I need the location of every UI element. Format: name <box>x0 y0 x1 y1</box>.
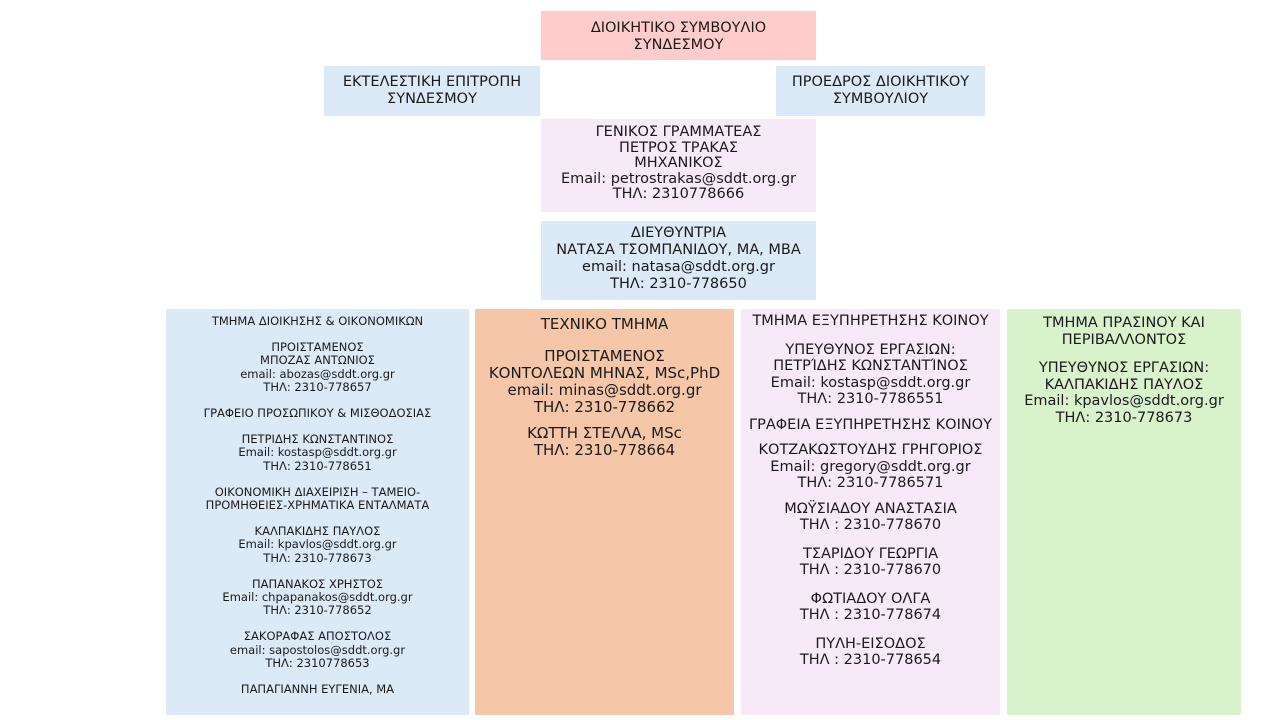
director-phone: ΤΗΛ: 2310-778650 <box>610 276 747 292</box>
admin-finance-department: ΤΜΗΜΑ ΔΙΟΙΚΗΣΗΣ & ΟΙΚΟΝΟΜΙΚΩΝ ΠΡΟΙΣΤΑΜΕΝ… <box>166 309 469 715</box>
board-subtitle: ΣΥΝΔΕΣΜΟΥ <box>633 37 724 53</box>
personnel-email: Email: kostasp@sddt.org.gr <box>238 445 397 460</box>
personnel-office-title: ΓΡΑΦΕΙΟ ΠΡΟΣΩΠΙΚΟΥ & ΜΙΣΘΟΔΟΣΙΑΣ <box>203 406 432 421</box>
finance-person1-email: Email: kpavlos@sddt.org.gr <box>238 537 397 552</box>
service-entrance-phone: ΤΗΛ : 2310-778654 <box>799 652 942 668</box>
tech-person1-name: ΚΩΤΤΗ ΣΤΕΛΛΑ, MSc <box>527 424 682 442</box>
tech-head-name: ΚΟΝΤΟΛΕΩΝ ΜΗΝΑΣ, MSc,PhD <box>488 364 721 382</box>
secretary-title: ΓΕΝΙΚΟΣ ΓΡΑΜΜΑΤΕΑΣ <box>595 124 762 140</box>
personnel-phone: ΤΗΛ: 2310-778651 <box>263 458 372 473</box>
service-head-name: ΠΕΤΡΊΔΗΣ ΚΩΝΣΤΑΝΤΊΝΟΣ <box>773 358 968 374</box>
executive-committee-subtitle: ΣΥΝΔΕΣΜΟΥ <box>387 91 477 107</box>
green-dept-title: ΤΜΗΜΑ ΠΡΑΣΙΝΟΥ ΚΑΙ <box>1043 315 1205 331</box>
secretary-role: ΜΗΧΑΝΙΚΟΣ <box>634 155 723 171</box>
finance-person4-name: ΠΑΠΑΓΙΑΝΝΗ ΕΥΓΕΝΙΑ, ΜΑ <box>240 682 395 697</box>
admin-head-email: email: abozas@sddt.org.gr <box>240 366 395 381</box>
service-head-label: ΥΠΕΥΘΥΝΟΣ ΕΡΓΑΣΙΩΝ: <box>785 341 956 358</box>
finance-person2-phone: ΤΗΛ: 2310-778652 <box>263 603 372 618</box>
director-box: ΔΙΕΥΘΥΝΤΡΙΑ ΝΑΤΑΣΑ ΤΣΟΜΠΑΝΙΔΟΥ, ΜΑ, ΜΒΑ … <box>541 221 816 300</box>
public-service-department: ΤΜΗΜΑ ΕΞΥΠΗΡΕΤΗΣΗΣ ΚΟΙΝΟΥ ΥΠΕΥΘΥΝΟΣ ΕΡΓΑ… <box>741 309 1000 715</box>
service-dept-title: ΤΜΗΜΑ ΕΞΥΠΗΡΕΤΗΣΗΣ ΚΟΙΝΟΥ <box>752 313 989 329</box>
admin-head-phone: ΤΗΛ: 2310-778657 <box>263 379 372 394</box>
secretary-name: ΠΕΤΡΟΣ ΤΡΑΚΑΣ <box>619 139 738 156</box>
service-person2-name: ΜΩΫΣΙΑΔΟΥ ΑΝΑΣΤΑΣΙΑ <box>784 500 957 517</box>
service-person4-name: ΦΩΤΙΑΔΟΥ ΟΛΓΑ <box>810 590 931 607</box>
service-head-phone: ΤΗΛ: 2310-7786551 <box>797 391 944 407</box>
secretary-phone: ΤΗΛ: 2310778666 <box>612 186 745 202</box>
president-box: ΠΡΟΕΔΡΟΣ ΔΙΟΙΚΗΤΙΚΟΥ ΣΥΜΒΟΥΛΙΟΥ <box>776 66 985 116</box>
board-title: ΔΙΟΙΚΗΤΙΚΟ ΣΥΜΒΟΥΛΙΟ <box>590 20 767 36</box>
personnel-name: ΠΕΤΡΙΔΗΣ ΚΩΝΣΤΑΝΤΙΝΟΣ <box>241 432 394 447</box>
finance-person1-name: ΚΑΛΠΑΚΙΔΗΣ ΠΑΥΛΟΣ <box>254 524 381 539</box>
finance-person1-phone: ΤΗΛ: 2310-778673 <box>263 550 372 565</box>
executive-committee-title: ΕΚΤΕΛΕΣΤΙΚΗ ΕΠΙΤΡΟΠΗ <box>342 74 522 90</box>
service-offices-title: ΓΡΑΦΕΙΑ ΕΞΥΠΗΡΕΤΗΣΗΣ ΚΟΙΝΟΥ <box>749 416 992 433</box>
service-person1-name: ΚΟΤΖΑΚΩΣΤΟΥΔΗΣ ΓΡΗΓΟΡΙΟΣ <box>758 442 983 458</box>
director-title: ΔΙΕΥΘΥΝΤΡΙΑ <box>630 225 727 241</box>
finance-office-title: ΟΙΚΟΝΟΜΙΚΗ ΔΙΑΧΕΙΡΙΣΗ – ΤΑΜΕΙΟ- <box>214 484 421 499</box>
service-person4-phone: ΤΗΛ : 2310-778674 <box>799 607 942 623</box>
admin-dept-title: ΤΜΗΜΑ ΔΙΟΙΚΗΣΗΣ & ΟΙΚΟΝΟΜΙΚΩΝ <box>211 314 424 328</box>
general-secretary-box: ΓΕΝΙΚΟΣ ΓΡΑΜΜΑΤΕΑΣ ΠΕΤΡΟΣ ΤΡΑΚΑΣ ΜΗΧΑΝΙΚ… <box>541 119 816 212</box>
green-dept-subtitle: ΠΕΡΙΒΑΛΛΟΝΤΟΣ <box>1061 331 1187 348</box>
service-entrance-name: ΠΥΛΗ-ΕΙΣΟΔΟΣ <box>815 635 926 652</box>
finance-person2-email: Email: chpapanakos@sddt.org.gr <box>222 590 413 605</box>
finance-person3-email: email: sapostolos@sddt.org.gr <box>229 642 406 657</box>
green-head-email: Email: kpavlos@sddt.org.gr <box>1024 393 1224 409</box>
president-title: ΠΡΟΕΔΡΟΣ ΔΙΟΙΚΗΤΙΚΟΥ <box>791 74 970 90</box>
tech-head-email: email: minas@sddt.org.gr <box>507 381 702 399</box>
service-head-email: Email: kostasp@sddt.org.gr <box>770 374 971 391</box>
finance-person3-phone: ΤΗΛ: 2310778653 <box>265 655 370 670</box>
secretary-email: Email: petrostrakas@sddt.org.gr <box>560 170 797 187</box>
tech-person1-phone: ΤΗΛ: 2310-778664 <box>533 441 676 459</box>
green-head-phone: ΤΗΛ: 2310-778673 <box>1055 409 1193 426</box>
admin-head-label: ΠΡΟΙΣΤΑΜΕΝΟΣ <box>271 340 364 355</box>
tech-head-phone: ΤΗΛ: 2310-778662 <box>533 398 676 416</box>
director-name: ΝΑΤΑΣΑ ΤΣΟΜΠΑΝΙΔΟΥ, ΜΑ, ΜΒΑ <box>556 242 801 258</box>
finance-person2-name: ΠΑΠΑΝΑΚΟΣ ΧΡΗΣΤΟΣ <box>251 576 384 591</box>
director-email: email: natasa@sddt.org.gr <box>582 259 775 275</box>
service-person2-phone: ΤΗΛ : 2310-778670 <box>799 517 942 533</box>
service-person3-phone: ΤΗΛ : 2310-778670 <box>799 562 942 578</box>
green-environment-department: ΤΜΗΜΑ ΠΡΑΣΙΝΟΥ ΚΑΙ ΠΕΡΙΒΑΛΛΟΝΤΟΣ ΥΠΕΥΘΥΝ… <box>1007 309 1241 715</box>
admin-head-name: ΜΠΟΖΑΣ ΑΝΤΩΝΙΟΣ <box>260 353 375 368</box>
service-person1-phone: ΤΗΛ: 2310-7786571 <box>797 475 944 491</box>
tech-dept-title: ΤΕΧΝΙΚΟ ΤΜΗΜΑ <box>540 315 669 333</box>
technical-department: ΤΕΧΝΙΚΟ ΤΜΗΜΑ ΠΡΟΙΣΤΑΜΕΝΟΣ ΚΟΝΤΟΛΕΩΝ ΜΗΝ… <box>475 309 734 715</box>
green-head-label: ΥΠΕΥΘΥΝΟΣ ΕΡΓΑΣΙΩΝ: <box>1038 360 1210 376</box>
service-person3-name: ΤΣΑΡΙΔΟΥ ΓΕΩΡΓΙΑ <box>802 545 939 562</box>
finance-person3-name: ΣΑΚΟΡΑΦΑΣ ΑΠΟΣΤΟΛΟΣ <box>243 629 392 644</box>
finance-office-subtitle: ΠΡΟΜΗΘΕΙΕΣ-ΧΡΗΜΑΤΙΚΑ ΕΝΤΑΛΜΑΤΑ <box>205 498 430 513</box>
green-head-name: ΚΑΛΠΑΚΙΔΗΣ ΠΑΥΛΟΣ <box>1044 376 1204 393</box>
president-subtitle: ΣΥΜΒΟΥΛΙΟΥ <box>832 91 929 107</box>
executive-committee-box: ΕΚΤΕΛΕΣΤΙΚΗ ΕΠΙΤΡΟΠΗ ΣΥΝΔΕΣΜΟΥ <box>324 66 540 116</box>
tech-head-label: ΠΡΟΙΣΤΑΜΕΝΟΣ <box>544 347 665 365</box>
board-box: ΔΙΟΙΚΗΤΙΚΟ ΣΥΜΒΟΥΛΙΟ ΣΥΝΔΕΣΜΟΥ <box>541 11 816 60</box>
service-person1-email: Email: gregory@sddt.org.gr <box>770 458 971 475</box>
